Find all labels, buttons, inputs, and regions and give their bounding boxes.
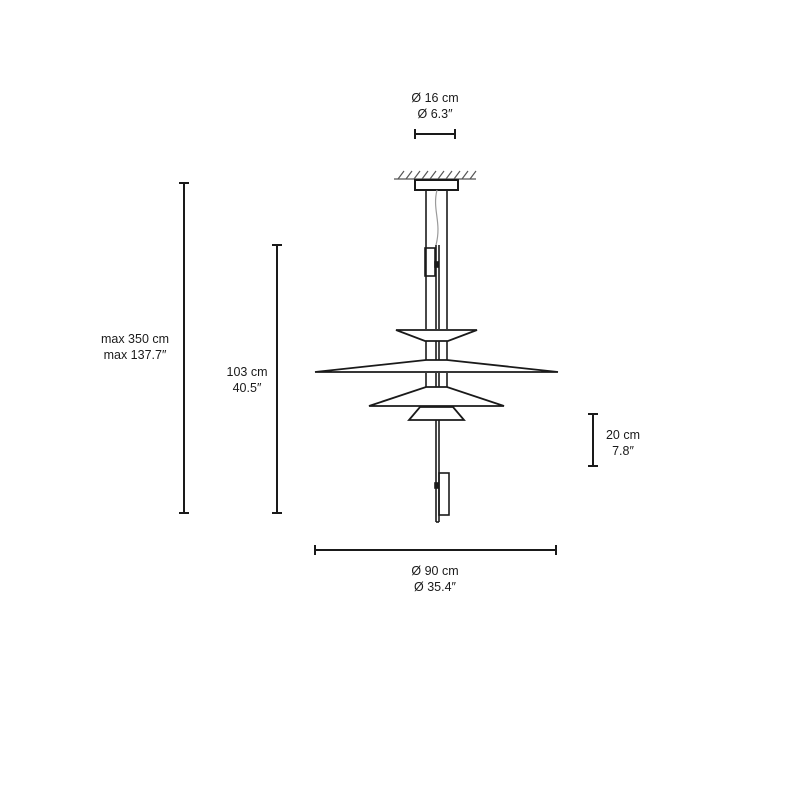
lamp-height-dimension-line (272, 244, 282, 514)
max-height-label: max 350 cm max 137.7″ (94, 331, 176, 363)
max-height-imperial: max 137.7″ (103, 348, 167, 362)
lower-height-label: 20 cm 7.8″ (600, 427, 646, 459)
shade-diameter-imperial: Ø 35.4″ (414, 580, 456, 594)
power-cable (434, 189, 439, 246)
lamp-height-metric: 103 cm (226, 365, 268, 379)
lower-height-dimension-line (588, 413, 598, 467)
max-height-dimension-line (179, 182, 189, 514)
canopy-diameter-label: Ø 16 cm Ø 6.3″ (395, 90, 475, 122)
lower-height-metric: 20 cm (605, 428, 641, 442)
top-shade (395, 329, 478, 342)
lamp-height-imperial: 40.5″ (232, 381, 262, 395)
shade-diameter-label: Ø 90 cm Ø 35.4″ (395, 563, 475, 595)
connector (434, 261, 439, 268)
shade-diameter-dimension-line (314, 545, 557, 555)
lower-height-imperial: 7.8″ (612, 444, 634, 458)
lower-stem (425, 373, 448, 387)
canopy-diameter-dimension-line (414, 129, 456, 139)
bottom-driver-box (438, 472, 450, 516)
middle-stem (425, 341, 448, 360)
bottom-cone (407, 406, 466, 421)
lamp-height-label: 103 cm 40.5″ (222, 364, 272, 396)
canopy-diameter-imperial: Ø 6.3″ (417, 107, 453, 121)
canopy (414, 179, 459, 191)
ceiling-hatch-icon (394, 170, 477, 180)
main-shade (314, 359, 559, 373)
max-height-metric: max 350 cm (100, 332, 170, 346)
shade-diameter-metric: Ø 90 cm (411, 564, 459, 578)
bottom-connector (434, 482, 439, 489)
upper-stem (425, 190, 448, 329)
lower-shade (368, 386, 505, 407)
canopy-diameter-metric: Ø 16 cm (411, 91, 459, 105)
